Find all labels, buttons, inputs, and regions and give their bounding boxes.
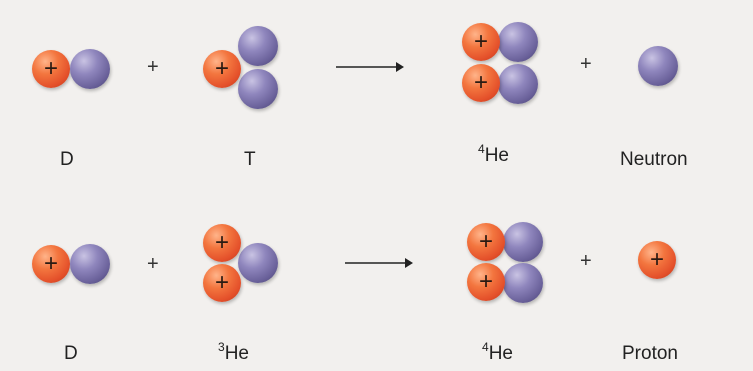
reaction-arrow	[336, 62, 404, 72]
reaction-arrow	[345, 258, 413, 268]
neutron-particle	[238, 69, 278, 109]
plus-operator: +	[147, 253, 159, 275]
proton-particle: +	[638, 241, 676, 279]
neutron-particle	[238, 26, 278, 66]
plus-charge-icon: +	[214, 229, 229, 256]
proton-particle: +	[203, 224, 241, 262]
plus-charge-icon: +	[214, 269, 229, 296]
reaction-2-reactant-1-label: D	[64, 343, 78, 364]
reaction-1-product-1-label: 4He	[478, 142, 509, 166]
neutron-particle	[638, 46, 678, 86]
plus-charge-icon: +	[478, 268, 493, 295]
plus-charge-icon: +	[473, 28, 488, 55]
plus-operator: +	[580, 250, 592, 272]
proton-particle: +	[203, 264, 241, 302]
plus-charge-icon: +	[473, 69, 488, 96]
plus-operator: +	[580, 53, 592, 75]
neutron-particle	[503, 222, 543, 262]
plus-charge-icon: +	[478, 228, 493, 255]
proton-particle: +	[32, 50, 70, 88]
proton-particle: +	[467, 263, 505, 301]
neutron-particle	[498, 22, 538, 62]
reaction-2-product-1-label: 4He	[482, 340, 513, 364]
proton-particle: +	[462, 64, 500, 102]
plus-charge-icon: +	[214, 55, 229, 82]
reaction-2-product-2-label: Proton	[622, 343, 678, 364]
neutron-particle	[238, 243, 278, 283]
plus-charge-icon: +	[649, 246, 664, 273]
proton-particle: +	[462, 23, 500, 61]
neutron-particle	[70, 49, 110, 89]
reaction-1-product-2-label: Neutron	[620, 149, 688, 170]
proton-particle: +	[467, 223, 505, 261]
neutron-particle	[70, 244, 110, 284]
plus-charge-icon: +	[43, 55, 58, 82]
proton-particle: +	[32, 245, 70, 283]
proton-particle: +	[203, 50, 241, 88]
neutron-particle	[503, 263, 543, 303]
neutron-particle	[498, 64, 538, 104]
plus-charge-icon: +	[43, 250, 58, 277]
reaction-1-reactant-1-label: D	[60, 149, 74, 170]
plus-operator: +	[147, 56, 159, 78]
reaction-1-reactant-2-label: T	[244, 149, 256, 170]
reaction-2-reactant-2-label: 3He	[218, 340, 249, 364]
